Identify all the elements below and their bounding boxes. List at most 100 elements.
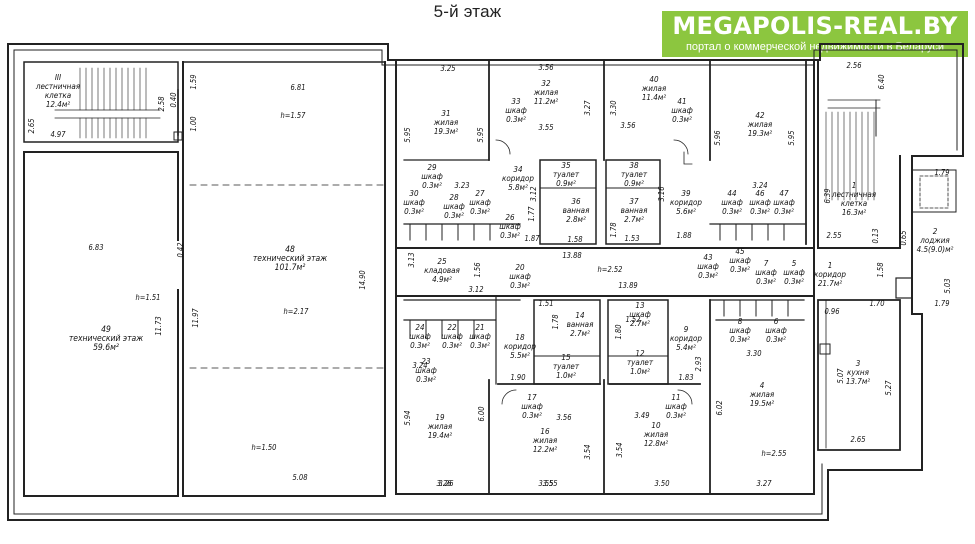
room-name: коридор: [502, 174, 534, 183]
dimension-label: 3.27: [756, 479, 772, 488]
room-name: жилая: [643, 430, 669, 439]
room-name: шкаф: [441, 332, 463, 341]
room-number: 13: [635, 301, 645, 310]
room-name: кухня: [847, 368, 870, 377]
dimension-label: 11.73: [154, 316, 163, 335]
dimension-label: 3.25: [440, 64, 455, 73]
dimension-label: 2.55: [826, 231, 841, 240]
dimension-label: 3.55: [542, 479, 557, 488]
room-name: шкаф: [469, 198, 491, 207]
dimension-label: 1.78: [609, 222, 618, 237]
room-area: 0.3м²: [784, 277, 804, 286]
room-name: шкаф: [469, 332, 491, 341]
room-number: 25: [437, 257, 447, 266]
room-area: 0.3м²: [666, 411, 686, 420]
room-name: клетка: [45, 91, 71, 100]
room-number: 2: [933, 227, 938, 236]
room-number: 19: [435, 413, 445, 422]
room-area: 2.7м²: [630, 319, 650, 328]
room-number: 45: [735, 247, 745, 256]
dimension-label: 4.97: [50, 130, 66, 139]
dimension-label: 1.90: [510, 373, 525, 382]
room-name: жилая: [641, 84, 667, 93]
dimension-label: 6.81: [290, 83, 305, 92]
room-name: шкаф: [521, 402, 543, 411]
room-area: 0.3м²: [774, 207, 794, 216]
room-area: 0.3м²: [404, 207, 424, 216]
room-name: лоджия: [919, 236, 950, 245]
dimension-label: 6.39: [823, 188, 832, 203]
room-area: 0.3м²: [750, 207, 770, 216]
dimension-label: 1.53: [624, 234, 639, 243]
dimension-label: 1.79: [934, 168, 949, 177]
room-number: 22: [447, 323, 457, 332]
room-number: 38: [629, 161, 639, 170]
room-number: 49: [101, 325, 111, 335]
room-area: 19.4м²: [428, 431, 452, 440]
dimension-label: 3.49: [634, 411, 649, 420]
room-number: 8: [738, 317, 743, 326]
room-number: 3: [856, 359, 861, 368]
room-number: 1: [828, 261, 833, 270]
dimension-label: 5.27: [884, 380, 893, 396]
dimension-label: 1.52: [625, 315, 640, 324]
room-name: коридор: [814, 270, 846, 279]
room-name: лестничная: [35, 82, 81, 91]
dimension-label: 5.96: [713, 130, 722, 145]
dimension-label: 1.79: [934, 299, 949, 308]
dimension-label: 1.51: [538, 299, 553, 308]
room-number: 5: [792, 259, 797, 268]
room-area: 12.4м²: [46, 100, 70, 109]
room-area: 0.3м²: [730, 265, 750, 274]
room-name: кладовая: [424, 266, 460, 275]
room-name: шкаф: [755, 268, 777, 277]
room-name: жилая: [747, 120, 773, 129]
room-area: 0.3м²: [442, 341, 462, 350]
room-name: коридор: [670, 334, 702, 343]
room-area: 11.2м²: [534, 97, 558, 106]
room-area: 2.8м²: [566, 215, 586, 224]
dimension-label: 3.26: [436, 479, 451, 488]
dimension-label: 3.12: [529, 186, 538, 201]
room-area: 0.3м²: [416, 375, 436, 384]
room-area: 5.4м²: [676, 343, 696, 352]
dimension-label: 5.94: [403, 410, 412, 425]
room-number: 4: [760, 381, 765, 390]
room-name: ванная: [567, 320, 594, 329]
room-area: 16.3м²: [842, 208, 866, 217]
room-name: шкаф: [403, 198, 425, 207]
room-number: 1: [852, 181, 857, 190]
dimension-label: h=2.52: [598, 265, 623, 274]
dimension-label: 3.24: [752, 181, 767, 190]
room-number: 7: [764, 259, 769, 268]
room-area: 59.6м²: [93, 343, 119, 353]
dimension-label: 3.56: [556, 413, 571, 422]
room-area: 0.3м²: [730, 335, 750, 344]
room-name: шкаф: [443, 202, 465, 211]
room-area: 0.3м²: [766, 335, 786, 344]
room-area: 2.7м²: [624, 215, 644, 224]
dimension-label: h=2.55: [762, 449, 787, 458]
room-name: жилая: [749, 390, 775, 399]
dimension-label: 3.50: [654, 479, 669, 488]
room-number: 42: [755, 111, 765, 120]
dimension-label: 2.65: [27, 118, 36, 133]
room-number: 11: [671, 393, 680, 402]
dimension-label: 3.30: [609, 100, 618, 115]
brand-banner[interactable]: MEGAPOLIS-REAL.BY портал о коммерческой …: [662, 11, 968, 57]
room-name: туалет: [553, 170, 580, 179]
room-name: шкаф: [765, 326, 787, 335]
room-number: 20: [515, 263, 525, 272]
dimension-label: 1.70: [869, 299, 884, 308]
room-area: 0.3м²: [722, 207, 742, 216]
room-area: 0.3м²: [410, 341, 430, 350]
dimension-label: 13.89: [618, 281, 637, 290]
dimension-label: 5.03: [943, 278, 952, 293]
room-name: коридор: [670, 198, 702, 207]
room-number: 30: [409, 189, 419, 198]
dimension-label: 5.07: [836, 368, 845, 384]
dimension-label: 1.58: [876, 262, 885, 277]
room-number: 24: [415, 323, 425, 332]
room-number: 23: [421, 357, 431, 366]
room-number: 26: [505, 213, 515, 222]
